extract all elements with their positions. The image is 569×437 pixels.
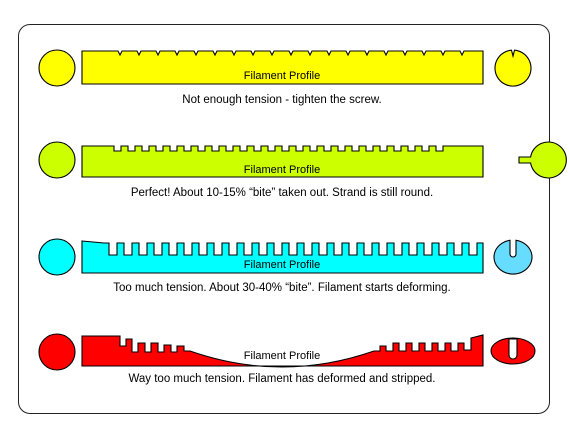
row-2-caption: Perfect! About 10-15% “bite” taken out. … [131, 187, 433, 199]
row-3-filament-profile-bar [81, 240, 484, 274]
row-4-filament-start-circle [38, 333, 76, 371]
row-3-filament-end-cross-section [493, 239, 533, 275]
row-2: Filament Profile Perfect! About 10-15% “… [38, 141, 567, 199]
row-3-filament-start-circle [38, 238, 76, 276]
diagram-frame [18, 24, 550, 414]
row-1-profile-label: Filament Profile [244, 70, 320, 82]
row-3-profile-label: Filament Profile [244, 259, 320, 271]
row-4-profile-label: Filament Profile [244, 350, 320, 362]
row-1: Filament Profile Not enough tension - ti… [38, 49, 532, 106]
row-2-filament-profile-bar [81, 145, 484, 178]
row-1-filament-start-circle [38, 49, 76, 87]
row-4: Filament Profile Way too much tension. F… [38, 333, 536, 385]
row-3-caption: Too much tension. About 30-40% “bite”. F… [113, 282, 451, 294]
row-1-caption: Not enough tension - tighten the screw. [182, 94, 381, 106]
row-1-filament-profile-bar [81, 50, 484, 85]
row-2-filament-end-cross-section [518, 141, 567, 179]
row-4-filament-profile-bar [81, 334, 484, 368]
row-4-caption: Way too much tension. Filament has defor… [128, 373, 435, 385]
row-2-filament-start-circle [38, 141, 76, 179]
row-1-filament-end-cross-section [494, 49, 532, 87]
row-2-profile-label: Filament Profile [244, 164, 320, 176]
row-4-end-notch [508, 338, 518, 360]
row-3: Filament Profile Too much tension. About… [38, 238, 533, 294]
